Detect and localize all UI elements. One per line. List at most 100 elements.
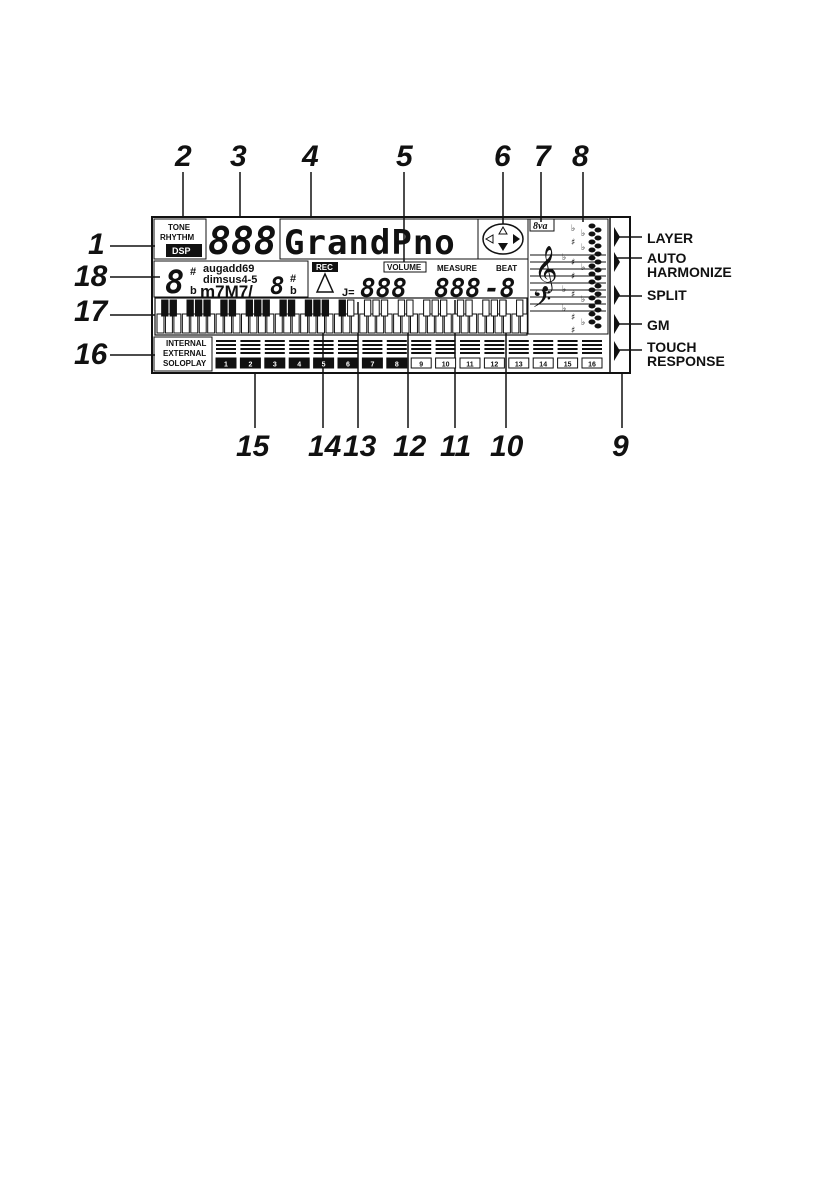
channel-level-bar [216, 352, 236, 354]
black-key [397, 299, 406, 317]
white-key [215, 313, 224, 334]
svg-text:♯: ♯ [571, 326, 575, 336]
channel-level-bar [240, 344, 261, 346]
measure-label: MEASURE [437, 264, 478, 273]
channel-level-bar [557, 348, 578, 350]
channel-level-bar [313, 348, 334, 350]
channel-level-bar [289, 352, 310, 354]
channel-number: 1 [224, 362, 228, 369]
channel-number: 7 [370, 362, 374, 369]
channel-box [337, 357, 359, 369]
channel-number: 3 [273, 362, 277, 369]
label-layer: LAYER [647, 230, 694, 246]
white-key [249, 313, 258, 334]
channel-level-bar [508, 352, 529, 354]
white-key [164, 313, 173, 334]
callout-8: 8 [572, 140, 589, 173]
channel-level-bar [362, 340, 383, 342]
white-key [224, 313, 233, 334]
channel-level-bar [338, 344, 358, 346]
white-key [511, 313, 520, 334]
callout-11: 11 [440, 430, 472, 463]
channel-number: 8 [395, 362, 399, 369]
white-key [367, 313, 376, 334]
svg-text:♭: ♭ [581, 263, 585, 273]
white-key [384, 313, 393, 334]
channel-number: 9 [419, 362, 423, 369]
channel-level-bar [582, 344, 602, 346]
svg-text:♭: ♭ [581, 243, 585, 253]
svg-text:♯: ♯ [571, 238, 575, 248]
black-key [338, 299, 346, 317]
channel-box [508, 357, 530, 369]
channel-box [264, 357, 286, 369]
channel-level-bar [411, 344, 432, 346]
black-key [220, 299, 228, 317]
black-key [499, 299, 507, 317]
channel-level-bar [313, 344, 334, 346]
svg-text:♭: ♭ [562, 304, 566, 314]
bass-sharp: # [290, 273, 296, 285]
white-key [486, 313, 494, 334]
channel-number: 10 [442, 362, 450, 369]
channel-level-bar [216, 344, 236, 346]
channel-level-bar [338, 340, 358, 342]
black-key [161, 299, 169, 317]
channel-level-bar [313, 340, 334, 342]
white-key [494, 313, 503, 334]
channel-level-bar [533, 340, 554, 342]
black-key [363, 299, 372, 317]
callout-13: 13 [343, 430, 377, 463]
channel-level-bar [533, 344, 554, 346]
black-key [490, 299, 499, 317]
dsp-label: DSP [172, 246, 191, 256]
channel-number: 14 [539, 362, 547, 369]
channel-level-bar [411, 340, 432, 342]
white-key [401, 313, 410, 334]
channel-level-bar [338, 352, 358, 354]
channel-level-bar [460, 352, 480, 354]
black-key [304, 299, 313, 317]
svg-text:♯: ♯ [571, 290, 575, 300]
white-key [426, 313, 435, 334]
white-key [198, 313, 207, 334]
white-key [257, 313, 266, 334]
white-key [350, 313, 359, 334]
channel-box [532, 357, 554, 369]
white-key [173, 313, 182, 334]
channel-level-bar [386, 348, 407, 350]
white-key [376, 313, 385, 334]
octave-label: 8va [533, 221, 547, 232]
channel-box [410, 357, 432, 369]
channel-level-bar [289, 344, 310, 346]
channel-box [435, 357, 457, 369]
channel-level-bar [386, 340, 407, 342]
white-key [181, 313, 190, 334]
channel-number: 5 [322, 362, 326, 369]
white-key [469, 313, 478, 334]
white-key [156, 313, 165, 334]
black-key [372, 299, 380, 317]
leader-lines [110, 172, 642, 428]
channel-level-bar [508, 344, 529, 346]
black-key [203, 299, 211, 317]
black-key [423, 299, 431, 317]
channel-box [215, 357, 237, 369]
black-key [262, 299, 270, 317]
channel-level-bar [362, 348, 383, 350]
channel-number: 4 [297, 362, 301, 369]
black-key [439, 299, 448, 317]
white-key [266, 313, 275, 334]
channel-box [386, 357, 408, 369]
channel-level-bar [533, 348, 554, 350]
label-touch: TOUCH [647, 339, 697, 355]
channel-level-bar [362, 352, 383, 354]
channel-level-bar [264, 352, 285, 354]
white-key [359, 313, 368, 334]
black-key [279, 299, 287, 317]
channel-number: 15 [564, 362, 572, 369]
bass-flat: b [290, 285, 297, 297]
staff-notes [588, 223, 602, 329]
black-key [431, 299, 439, 317]
channel-box [288, 357, 310, 369]
